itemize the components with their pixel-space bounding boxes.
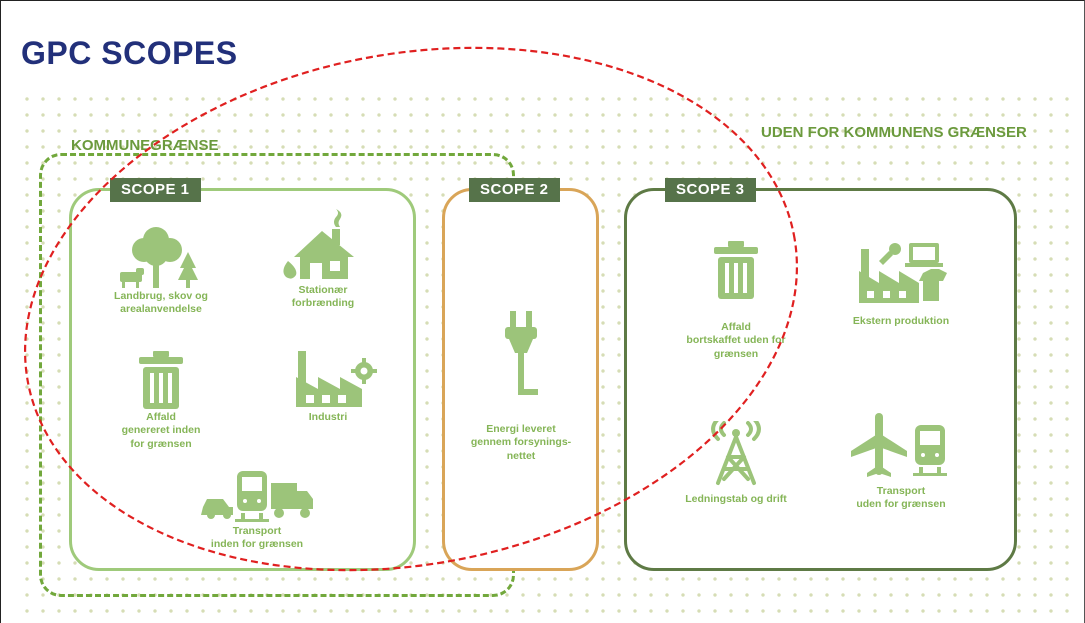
scope-3-tab: SCOPE 3 [665, 178, 756, 202]
car-train-truck-icon [201, 471, 313, 522]
energy-label: Energi leveret gennem forsynings- nettet [470, 423, 572, 462]
factory-products-icon [859, 243, 947, 303]
transport-outside-item: Transport uden for grænsen [841, 411, 961, 512]
external-production-item: Ekstern produktion [831, 239, 971, 328]
power-plug-icon [505, 311, 538, 395]
transport-inside-item: Transport inden for grænsen [187, 467, 327, 552]
agriculture-label: Landbrug, skov og arealanvendelse [114, 290, 208, 316]
external-production-label: Ekstern produktion [852, 315, 950, 327]
house-flame-icon [283, 209, 354, 279]
trash-bin-icon [714, 241, 758, 299]
municipal-boundary-label: KOMMUNEGRÆNSE [71, 137, 219, 154]
transport-outside-label: Transport uden for grænsen [856, 485, 946, 511]
stationary-item: Stationær forbrænding [263, 209, 383, 311]
waste-outside-label: Affald bortskaffet uden for grænsen [686, 321, 786, 360]
waste-inside-label: Affald genereret inden for grænsen [121, 411, 201, 450]
agriculture-item: Landbrug, skov og arealanvendelse [101, 226, 221, 317]
transmission-tower-icon [711, 421, 761, 485]
trash-bin-icon [139, 351, 183, 409]
tree-cow-icon [120, 227, 198, 288]
transport-inside-label: Transport inden for grænsen [210, 525, 304, 551]
industry-item: Industri [273, 347, 383, 424]
waste-outside-item: Affald bortskaffet uden for grænsen [671, 239, 801, 361]
waste-inside-item: Affald genereret inden for grænsen [101, 349, 221, 451]
plane-train-icon [851, 413, 947, 477]
grid-loss-label: Ledningstab og drift [685, 493, 787, 505]
scope-2-tab: SCOPE 2 [469, 178, 560, 202]
stationary-label: Stationær forbrænding [291, 284, 355, 310]
grid-loss-item: Ledningstab og drift [661, 421, 811, 506]
outside-boundary-label: UDEN FOR KOMMUNENS GRÆNSER [761, 124, 1027, 141]
page-title: GPC SCOPES [21, 35, 238, 71]
factory-gear-icon [296, 351, 377, 407]
industry-label: Industri [308, 411, 348, 423]
energy-item: Energi leveret gennem forsynings- nettet [457, 309, 585, 463]
scope-1-tab: SCOPE 1 [110, 178, 201, 202]
